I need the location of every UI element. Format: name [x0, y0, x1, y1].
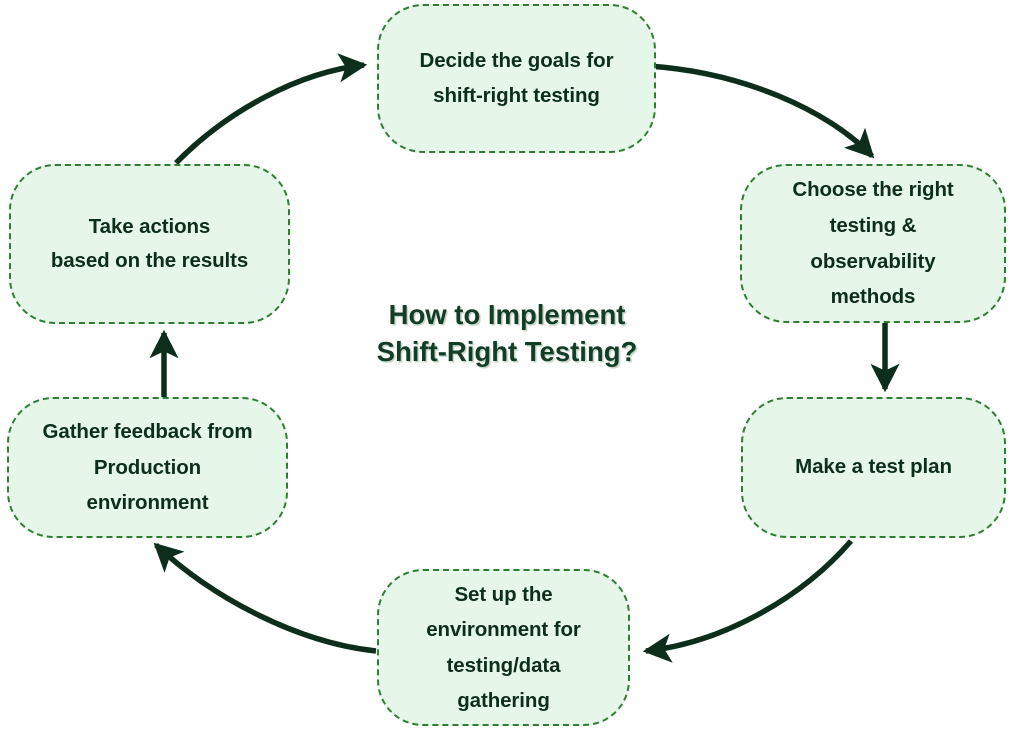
- node-gather-feedback-label: Gather feedback from Production environm…: [42, 420, 253, 515]
- edge-take-actions-to-decide-goals: [174, 53, 368, 165]
- node-make-a-test-plan[interactable]: Make a test plan: [741, 397, 1006, 538]
- edge-decide-goals-to-choose-methods: [647, 63, 875, 159]
- diagram-center-title: How to Implement Shift-Right Testing?: [376, 299, 638, 368]
- node-take-actions[interactable]: Take actions based on the results: [9, 164, 290, 324]
- node-decide-goals-label: Decide the goals for shift-right testing: [419, 49, 614, 107]
- node-setup-environment-label: Set up the environment for testing/data …: [426, 583, 581, 712]
- edge-test-plan-to-setup-env: [642, 539, 854, 663]
- node-setup-environment[interactable]: Set up the environment for testing/data …: [377, 569, 630, 726]
- node-make-a-test-plan-label: Make a test plan: [795, 455, 952, 479]
- edge-setup-env-to-gather-feedback: [153, 542, 377, 654]
- node-take-actions-label: Take actions based on the results: [50, 214, 249, 272]
- node-gather-feedback[interactable]: Gather feedback from Production environm…: [7, 397, 288, 538]
- node-choose-methods-label: Choose the right testing & observability…: [792, 178, 954, 309]
- node-decide-goals[interactable]: Decide the goals for shift-right testing: [377, 4, 656, 153]
- node-choose-methods[interactable]: Choose the right testing & observability…: [740, 164, 1006, 323]
